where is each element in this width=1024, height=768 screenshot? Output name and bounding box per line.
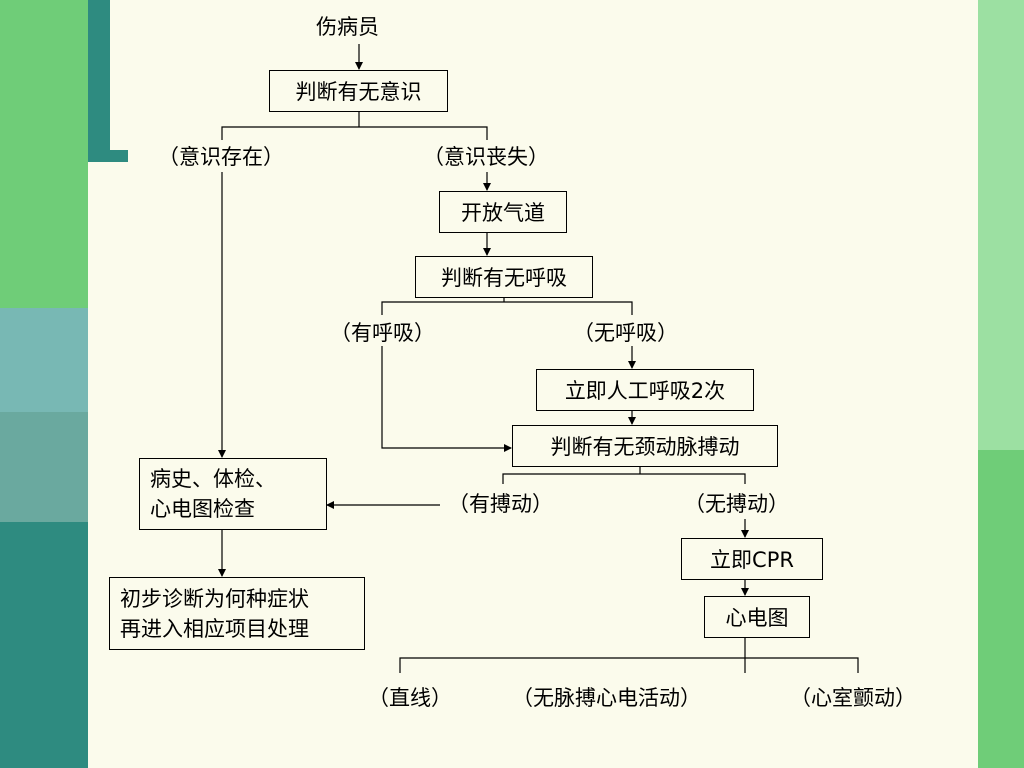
rescue-breaths-box: 立即人工呼吸2次: [536, 369, 754, 411]
check-pulse-box: 判断有无颈动脉搏动: [512, 425, 778, 467]
left-bar-green-top: [0, 0, 88, 308]
no-breathing-label: （无呼吸）: [573, 321, 678, 345]
ecg-box: 心电图: [704, 596, 810, 638]
check-consciousness-box: 判断有无意识: [269, 70, 448, 112]
left-bar-teal: [0, 308, 88, 412]
right-bar-green-top: [978, 0, 1024, 450]
no-pulse-label: （无搏动）: [684, 492, 789, 516]
pea-label: （无脉搏心电活动）: [512, 686, 701, 710]
check-breathing-box: 判断有无呼吸: [415, 256, 593, 298]
pulse-label: （有搏动）: [448, 492, 553, 516]
left-bar-dark-vertical: [88, 0, 110, 162]
right-bar-green-bottom: [978, 450, 1024, 768]
history-exam-box: 病史、体检、 心电图检查: [139, 458, 327, 530]
flatline-label: （直线）: [368, 686, 452, 710]
cpr-box: 立即CPR: [681, 538, 823, 580]
conscious-label: （意识存在）: [158, 145, 284, 169]
left-bar-teal-mid: [0, 412, 88, 522]
unconscious-label: （意识丧失）: [423, 145, 549, 169]
vf-label: （心室颤动）: [790, 686, 916, 710]
breathing-label: （有呼吸）: [330, 321, 435, 345]
open-airway-box: 开放气道: [439, 191, 567, 233]
left-bar-dark-horizontal: [88, 150, 128, 162]
left-bar-dark-bottom: [0, 522, 88, 768]
initial-diagnosis-box: 初步诊断为何种症状 再进入相应项目处理: [109, 577, 365, 650]
start-label: 伤病员: [316, 15, 379, 39]
arrow-breathing-to-pulse: [381, 346, 512, 452]
